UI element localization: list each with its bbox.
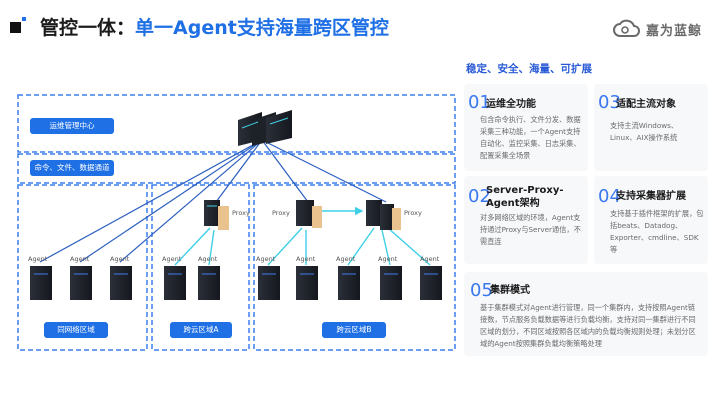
feature-title: Server-Proxy-Agent架构 <box>486 185 564 209</box>
feature-title: 集群模式 <box>490 285 530 296</box>
cloud-logo-icon <box>613 19 640 37</box>
feature-card-01: 01 运维全功能 包含命令执行、文件分发、数据采集三种功能，一个Agent支持自… <box>464 84 588 171</box>
region-a-label: 跨云区域A <box>170 322 232 338</box>
subtitle: 稳定、安全、海量、可扩展 <box>466 63 592 75</box>
proxy-server-icon-b2 <box>366 200 401 230</box>
server-links <box>39 139 387 263</box>
ops-center-frame <box>17 94 456 153</box>
feature-title: 运维全功能 <box>486 99 536 110</box>
region-same-frame <box>17 184 148 351</box>
proxy-server-icon-b1 <box>296 200 322 228</box>
feature-card-03: 03 适配主流对象 支持主流Windows、Linux、AIX操作系统 <box>594 84 708 171</box>
agent-label: Agent <box>256 255 276 263</box>
region-b-label: 跨云区域B <box>322 322 386 338</box>
agent-servers <box>30 266 442 300</box>
feature-card-04: 04 支持采集器扩展 支持基于插件框架的扩展，包括beats、Datadog、E… <box>594 176 708 264</box>
region-a-frame <box>151 184 250 351</box>
agent-label: Agent <box>296 255 316 263</box>
brand-name: 嘉为蓝鲸 <box>646 23 703 39</box>
feature-number: 04 <box>598 186 621 207</box>
feature-card-02: 02 Server-Proxy-Agent架构 对多网络区域的环境，Agent支… <box>464 176 588 264</box>
feature-desc: 支持基于插件框架的扩展，包括beats、Datadog、Exporter、cmd… <box>610 209 704 254</box>
central-server-icon <box>238 110 292 146</box>
feature-title: 支持采集器扩展 <box>616 191 686 202</box>
agent-label: Agent <box>28 255 48 263</box>
agent-label: Agent <box>420 255 440 263</box>
feature-number: 05 <box>470 280 493 301</box>
agent-label: Agent <box>198 255 218 263</box>
feature-desc: 对多网络区域的环境，Agent支持通过Proxy与Server通信，不需直连 <box>480 213 581 246</box>
agent-label: Agent <box>70 255 90 263</box>
feature-number: 03 <box>598 92 621 113</box>
header-logo-mark <box>10 17 26 33</box>
architecture-diagram <box>17 94 456 351</box>
page-title: 管控一体：单一Agent支持海量跨区管控 <box>40 13 389 40</box>
agent-label: Agent <box>336 255 356 263</box>
agent-label: Agent <box>162 255 182 263</box>
proxy-links <box>174 206 431 266</box>
feature-desc: 支持主流Windows、Linux、AIX操作系统 <box>610 121 679 142</box>
proxy-server-icon-a <box>204 200 229 230</box>
title-accent: 单一Agent支持海量跨区管控 <box>135 17 389 39</box>
agent-label: Agent <box>378 255 398 263</box>
feature-card-05: 05 集群模式 基于集群模式对Agent进行管理，同一个集群内，支持按照Agen… <box>464 272 708 356</box>
brand-logo: 嘉为蓝鲸 <box>612 19 702 39</box>
region-b-frame <box>253 184 456 351</box>
title-prefix: 管控一体： <box>40 17 136 39</box>
feature-title: 适配主流对象 <box>616 99 676 110</box>
proxy-label: Proxy <box>232 209 250 217</box>
feature-number: 02 <box>468 186 491 207</box>
feature-desc: 包含命令执行、文件分发、数据采集三种功能，一个Agent支持自动化、监控采集、日… <box>480 115 581 160</box>
proxy-label: Proxy <box>404 209 422 217</box>
agent-label: Agent <box>110 255 130 263</box>
ops-center-label: 运维管理中心 <box>30 118 114 134</box>
proxy-label: Proxy <box>272 209 290 217</box>
feature-number: 01 <box>468 92 491 113</box>
feature-desc: 基于集群模式对Agent进行管理，同一个集群内，支持按照Agent链接数，节点服… <box>480 303 696 348</box>
channel-label: 命令、文件、数据通道 <box>30 160 114 176</box>
region-same-label: 同网络区域 <box>44 322 108 338</box>
